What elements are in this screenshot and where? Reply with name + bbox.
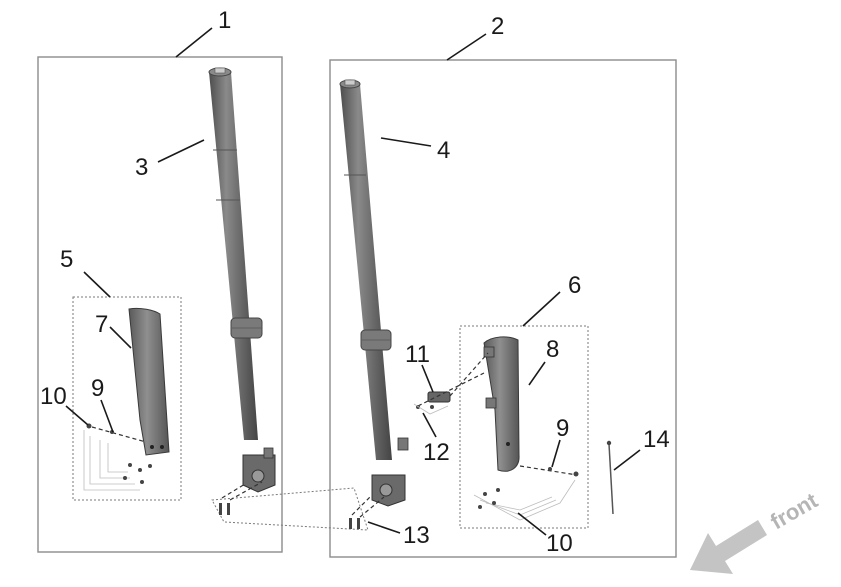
guard-kit-frame-left xyxy=(72,296,182,501)
callout-13: 13 xyxy=(403,522,430,549)
fork-guard-left xyxy=(128,307,170,456)
callout-10-right: 10 xyxy=(546,530,573,557)
callout-9-left: 9 xyxy=(91,375,104,402)
front-direction-indicator: front xyxy=(690,487,822,574)
callout-14: 14 xyxy=(643,426,670,453)
guard-bolts-right xyxy=(473,465,579,521)
guard-bolts-left xyxy=(83,423,152,491)
fork-leg-left xyxy=(208,67,276,493)
callout-11: 11 xyxy=(405,341,430,368)
fork-guard-right xyxy=(483,336,520,472)
axle-clamp-bolts xyxy=(211,481,385,531)
cable-tie xyxy=(606,440,614,515)
callout-1: 1 xyxy=(218,7,231,34)
callout-4: 4 xyxy=(437,137,450,164)
callout-10-left: 10 xyxy=(40,383,67,410)
front-label: front xyxy=(766,487,822,534)
callout-3: 3 xyxy=(135,154,148,181)
callout-5: 5 xyxy=(60,246,73,273)
callout-2: 2 xyxy=(491,13,504,40)
fork-leg-right xyxy=(339,79,409,507)
front-arrow-icon xyxy=(690,520,767,574)
callout-8: 8 xyxy=(546,336,559,363)
leader-lines xyxy=(65,27,641,536)
callout-9-right: 9 xyxy=(556,415,569,442)
callout-6: 6 xyxy=(568,272,581,299)
callout-12: 12 xyxy=(423,439,450,466)
assembly-frame-right xyxy=(329,59,677,558)
callout-7: 7 xyxy=(95,311,108,338)
assembly-frame-left xyxy=(37,56,283,553)
hose-clamp xyxy=(413,352,489,415)
